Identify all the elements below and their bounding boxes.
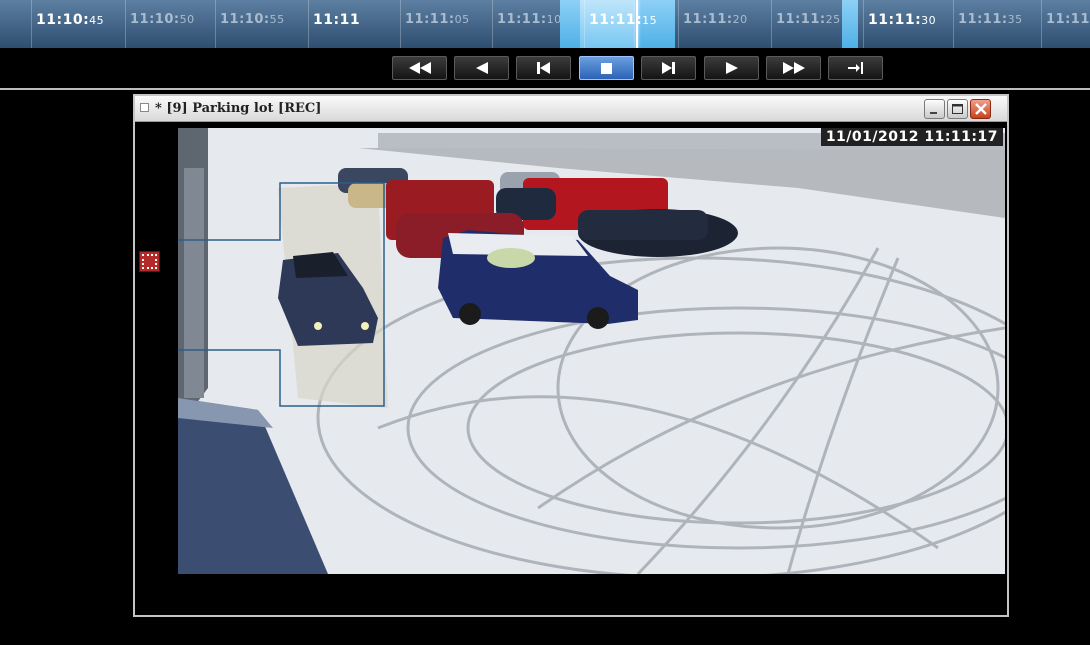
timeline-tick-main: 11:10: xyxy=(130,12,180,27)
timeline-tick-separator xyxy=(308,0,309,48)
timeline-tick-seconds: 50 xyxy=(179,13,195,26)
timeline-tick-label: 11:11:35 xyxy=(953,0,1023,48)
camera-window-title: * [9] Parking lot [REC] xyxy=(155,101,322,116)
timeline-tick-main: 11:11: xyxy=(868,12,922,28)
timeline-tick-label: 11:10:55 xyxy=(215,0,285,48)
window-icon xyxy=(140,103,149,112)
timeline-tick-main: 11:10: xyxy=(36,12,90,28)
recorded-segment-current xyxy=(580,0,635,48)
timeline-tick-separator xyxy=(1041,0,1042,48)
timeline-tick-seconds: 55 xyxy=(269,13,285,26)
timeline-tick-main: 11:11: xyxy=(683,12,733,27)
go-to-end-icon xyxy=(847,62,863,74)
stop-icon xyxy=(601,62,612,74)
fast-rewind-icon xyxy=(408,62,431,74)
close-button[interactable] xyxy=(970,99,991,119)
recorded-segment xyxy=(842,0,858,48)
parking-lot-scene xyxy=(178,128,1005,574)
timeline-tick-main: 11:11: xyxy=(497,12,547,27)
divider xyxy=(0,88,1090,90)
play-backward-button[interactable] xyxy=(454,56,509,80)
timeline-tick-separator xyxy=(125,0,126,48)
minimize-icon xyxy=(930,111,937,114)
timeline-tick-seconds: 25 xyxy=(825,13,841,26)
recording-indicator-icon[interactable] xyxy=(139,251,160,272)
timeline-tick-seconds: 20 xyxy=(732,13,748,26)
timeline-tick-label: 11:10:45 xyxy=(31,0,105,48)
play-backward-icon xyxy=(475,62,488,74)
timeline-tick-separator xyxy=(215,0,216,48)
stop-button[interactable] xyxy=(579,56,634,80)
timeline-tick-main: 11:11: xyxy=(958,12,1008,27)
timeline-tick-label: 11:11:05 xyxy=(400,0,470,48)
timeline-playhead[interactable] xyxy=(636,0,638,48)
go-to-end-button[interactable] xyxy=(828,56,883,80)
fast-forward-button[interactable] xyxy=(766,56,821,80)
timeline-tick-main: 11:11: xyxy=(776,12,826,27)
timeline-tick-separator xyxy=(492,0,493,48)
step-backward-icon xyxy=(537,62,550,74)
timeline-tick-label: 11:11:30 xyxy=(863,0,937,48)
step-backward-button[interactable] xyxy=(516,56,571,80)
timeline-tick-main: 11:11 xyxy=(1046,12,1090,27)
playback-controls xyxy=(0,48,1090,88)
timeline-tick-label: 11:11:15 xyxy=(584,0,658,48)
maximize-icon xyxy=(952,104,963,114)
timeline-tick-seconds: 10 xyxy=(546,13,562,26)
timeline-tick-seconds: 35 xyxy=(1007,13,1023,26)
timeline-tick-separator xyxy=(400,0,401,48)
fast-forward-icon xyxy=(782,62,805,74)
timeline-tick-seconds: 05 xyxy=(454,13,470,26)
timeline-tick-main: 11:11 xyxy=(313,12,361,28)
timeline-tick-label: 11:11 xyxy=(1041,0,1090,48)
timeline-tick-separator xyxy=(31,0,32,48)
timeline-tick-separator xyxy=(771,0,772,48)
play-button[interactable] xyxy=(704,56,759,80)
timeline-tick-main: 11:10: xyxy=(220,12,270,27)
camera-window-titlebar[interactable]: * [9] Parking lot [REC] xyxy=(135,96,1007,122)
timeline-tick-main: 11:11: xyxy=(405,12,455,27)
play-icon xyxy=(725,62,738,74)
timeline-tick-separator xyxy=(863,0,864,48)
video-timestamp: 11/01/2012 11:11:17 xyxy=(820,128,1003,146)
timeline-tick-separator xyxy=(584,0,585,48)
close-icon xyxy=(974,103,987,115)
camera-video-feed[interactable]: 11/01/2012 11:11:17 xyxy=(178,128,1005,574)
timeline-tick-label: 11:11:20 xyxy=(678,0,748,48)
step-forward-icon xyxy=(662,62,675,74)
timeline-tick-main: 11:11: xyxy=(589,12,643,28)
timeline-tick-separator xyxy=(953,0,954,48)
timeline-tick-label: 11:11:25 xyxy=(771,0,841,48)
timeline-tick-seconds: 45 xyxy=(89,14,105,27)
timeline-tick-label: 11:10:50 xyxy=(125,0,195,48)
timeline-tick-label: 11:11 xyxy=(308,0,361,48)
fast-rewind-button[interactable] xyxy=(392,56,447,80)
minimize-button[interactable] xyxy=(924,99,945,119)
timeline-tick-seconds: 15 xyxy=(642,14,658,27)
timeline-tick-label: 11:11:10 xyxy=(492,0,562,48)
timeline-tick-separator xyxy=(678,0,679,48)
timeline-tick-seconds: 30 xyxy=(921,14,937,27)
camera-window[interactable]: * [9] Parking lot [REC] xyxy=(133,94,1009,617)
maximize-button[interactable] xyxy=(947,99,968,119)
step-forward-button[interactable] xyxy=(641,56,696,80)
